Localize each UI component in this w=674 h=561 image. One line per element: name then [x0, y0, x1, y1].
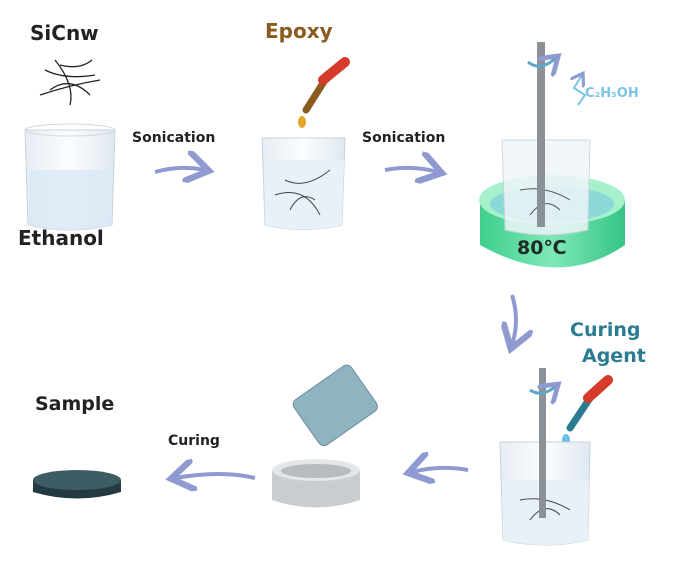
dropper-curing-agent-icon [562, 375, 613, 446]
sample-label: Sample [35, 393, 114, 415]
beaker-ethanol [24, 123, 116, 231]
rotation-icon-2 [529, 386, 556, 393]
arrow-step5 [175, 474, 256, 478]
temperature-label: 80℃ [517, 237, 566, 259]
vapor-label: C₂H₅OH [585, 86, 639, 101]
curing-agent-label-2: Agent [582, 345, 646, 367]
sonication-label-1: Sonication [132, 130, 215, 146]
curing-label: Curing [168, 433, 220, 449]
vapor-icon [574, 75, 587, 106]
stirring-rod [537, 42, 545, 227]
curing-agent-label-1: Curing [570, 319, 640, 341]
stirring-rod-2 [539, 368, 546, 518]
sonication-label-2: Sonication [362, 130, 445, 146]
pouring-beaker [292, 364, 378, 447]
sicnw-label: SiCnw [30, 21, 99, 45]
arrow-step1 [154, 168, 205, 172]
arrow-step3 [512, 294, 516, 345]
arrow-step4 [412, 468, 469, 472]
beaker-epoxy [261, 137, 346, 230]
ethanol-label: Ethanol [18, 226, 104, 250]
sample-disk [33, 470, 121, 499]
beaker-stirring [501, 139, 591, 236]
mold-dish [272, 459, 360, 508]
rotation-icon [527, 58, 556, 66]
epoxy-label: Epoxy [265, 19, 333, 43]
arrow-step2 [384, 168, 438, 172]
dropper-icon [298, 57, 350, 128]
nanowires-icon [39, 59, 101, 106]
